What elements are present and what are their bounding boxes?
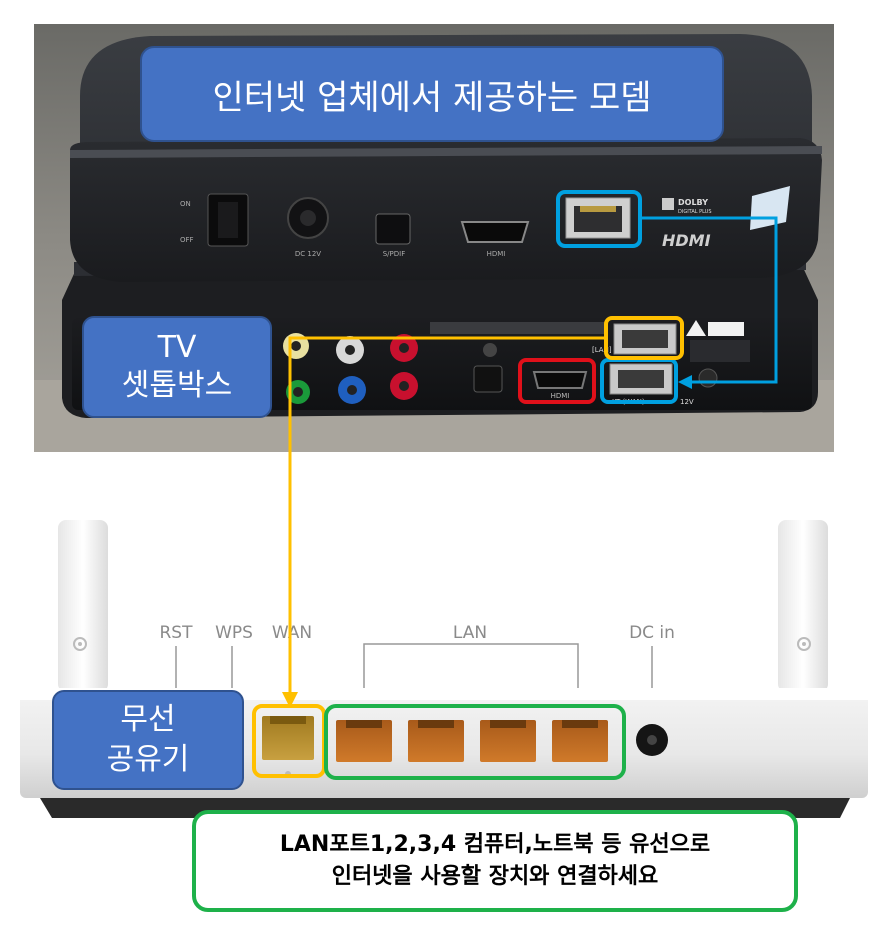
router-rst-label: RST: [160, 623, 194, 643]
router-lan-port-4: [552, 720, 608, 762]
router-callout-line2: 공유기: [106, 742, 190, 777]
settop-power-text: 12V: [680, 398, 694, 406]
dolby-text: DOLBY: [678, 198, 708, 207]
router-lan-port-2: [408, 720, 464, 762]
hdmi-logo: HDMI: [662, 231, 711, 250]
settop-callout-line1: TV: [157, 330, 197, 365]
lan-note-line1: LAN포트1,2,3,4 컴퓨터,노트북 등 유선으로: [279, 832, 711, 857]
modem-off-text: OFF: [180, 236, 194, 244]
router-wan-label: WAN: [272, 623, 312, 643]
dolby-sub-text: DIGITAL PLUS: [678, 209, 712, 215]
modem-callout-text: 인터넷 업체에서 제공하는 모뎀: [212, 77, 652, 118]
router-lan-port-1: [336, 720, 392, 762]
router-antenna-left: [58, 520, 108, 692]
settop-callout-line2: 셋톱박스: [121, 368, 233, 403]
modem-to-settop-arrowhead: [678, 375, 692, 389]
router-callout: 무선 공유기: [52, 690, 244, 790]
settop-to-router-arrowhead: [282, 692, 298, 708]
settop-to-router-arrow: [288, 336, 606, 696]
settop-lan-text: [LAN]: [592, 346, 612, 354]
settop-hdmi-highlight: [518, 358, 596, 404]
modem-callout: 인터넷 업체에서 제공하는 모뎀: [140, 46, 724, 142]
router-lan-port-3: [480, 720, 536, 762]
modem-on-text: ON: [180, 200, 191, 208]
modem-spdif-text: S/PDIF: [383, 250, 406, 258]
router-dc-label: DC in: [629, 623, 675, 643]
settop-hdmi-text: HDMI: [551, 392, 570, 400]
router-antenna-right: [778, 520, 828, 692]
router-lan-ports: [336, 720, 608, 762]
router-lan-label: LAN: [453, 623, 487, 643]
modem-hdmi-text: HDMI: [487, 250, 506, 258]
settop-wan-port: KT (WAN): [609, 363, 673, 406]
router-wps-label: WPS: [215, 623, 253, 643]
modem-to-settop-arrow: [640, 216, 778, 384]
settop-hdmi-port: HDMI: [532, 371, 588, 400]
router-callout-line1: 무선: [120, 702, 176, 737]
modem-dc-text: DC 12V: [295, 250, 321, 258]
router-lan-highlight: [324, 704, 626, 780]
lan-note-line2: 인터넷을 사용할 장치와 연결하세요: [331, 864, 659, 889]
modem-lan-port: [565, 197, 631, 239]
settop-lan-port: [LAN]: [592, 323, 677, 355]
lan-note-box: LAN포트1,2,3,4 컴퓨터,노트북 등 유선으로 인터넷을 사용할 장치와…: [192, 810, 798, 912]
settop-callout: TV 셋톱박스: [82, 316, 272, 418]
